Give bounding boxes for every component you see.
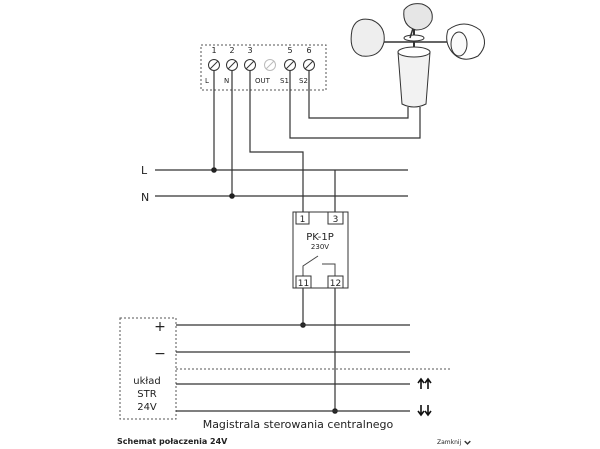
terminal-number-5: 5 — [287, 46, 292, 55]
terminal-label-out: OUT — [255, 77, 271, 85]
str-unit: + − układ STR 24V — [119, 317, 177, 420]
line-label-n: N — [141, 191, 149, 204]
central-bus — [176, 324, 450, 417]
relay-pk1p: 1 3 PK-1P 230V 11 12 — [292, 211, 349, 289]
relay-name: PK-1P — [306, 232, 334, 243]
close-button[interactable]: Zamknij — [437, 439, 472, 446]
junction-dot-n — [229, 193, 235, 199]
terminal-label-s1: S1 — [280, 77, 289, 85]
screw-terminal-5 — [284, 59, 296, 71]
junction-dot-l — [211, 167, 217, 173]
diagram-caption: Schemat połaczenia 24V — [117, 437, 228, 446]
str-label-line2: STR — [137, 389, 156, 400]
bus-label: Magistrala sterowania centralnego — [203, 418, 394, 431]
anemometer-icon — [350, 3, 485, 108]
relay-pin-11: 11 — [298, 279, 309, 289]
relay-pin-3: 3 — [333, 215, 339, 225]
str-plus-label: + — [154, 319, 166, 335]
screw-terminal-3 — [244, 59, 256, 71]
close-label: Zamknij — [437, 439, 462, 446]
relay-body — [292, 211, 349, 289]
down-arrows-icon — [417, 405, 432, 417]
terminal-number-6: 6 — [306, 46, 311, 55]
terminal-label-l: L — [205, 77, 209, 85]
up-arrows-icon — [417, 377, 432, 389]
str-minus-label: − — [154, 346, 166, 362]
str-label-line3: 24V — [137, 402, 157, 413]
terminal-number-3: 3 — [247, 46, 252, 55]
screw-terminal-6 — [303, 59, 315, 71]
relay-pin-1: 1 — [300, 215, 306, 225]
terminal-block-outline — [200, 44, 327, 91]
screw-terminal-2 — [226, 59, 238, 71]
relay-pin-12: 12 — [330, 279, 341, 289]
terminal-label-s2: S2 — [299, 77, 308, 85]
str-unit-outline — [119, 317, 177, 420]
screw-terminal-1 — [208, 59, 220, 71]
screw-terminal-4-empty — [264, 59, 276, 71]
str-label-line1: układ — [133, 376, 160, 387]
chevron-down-icon — [464, 440, 472, 445]
terminal-label-n: N — [224, 77, 229, 85]
wires — [155, 71, 421, 414]
terminal-number-1: 1 — [211, 46, 216, 55]
terminal-block: 1 2 3 5 6 L N OUT — [200, 44, 327, 91]
terminal-number-2: 2 — [229, 46, 234, 55]
relay-voltage: 230V — [311, 243, 329, 251]
line-label-l: L — [141, 164, 148, 177]
